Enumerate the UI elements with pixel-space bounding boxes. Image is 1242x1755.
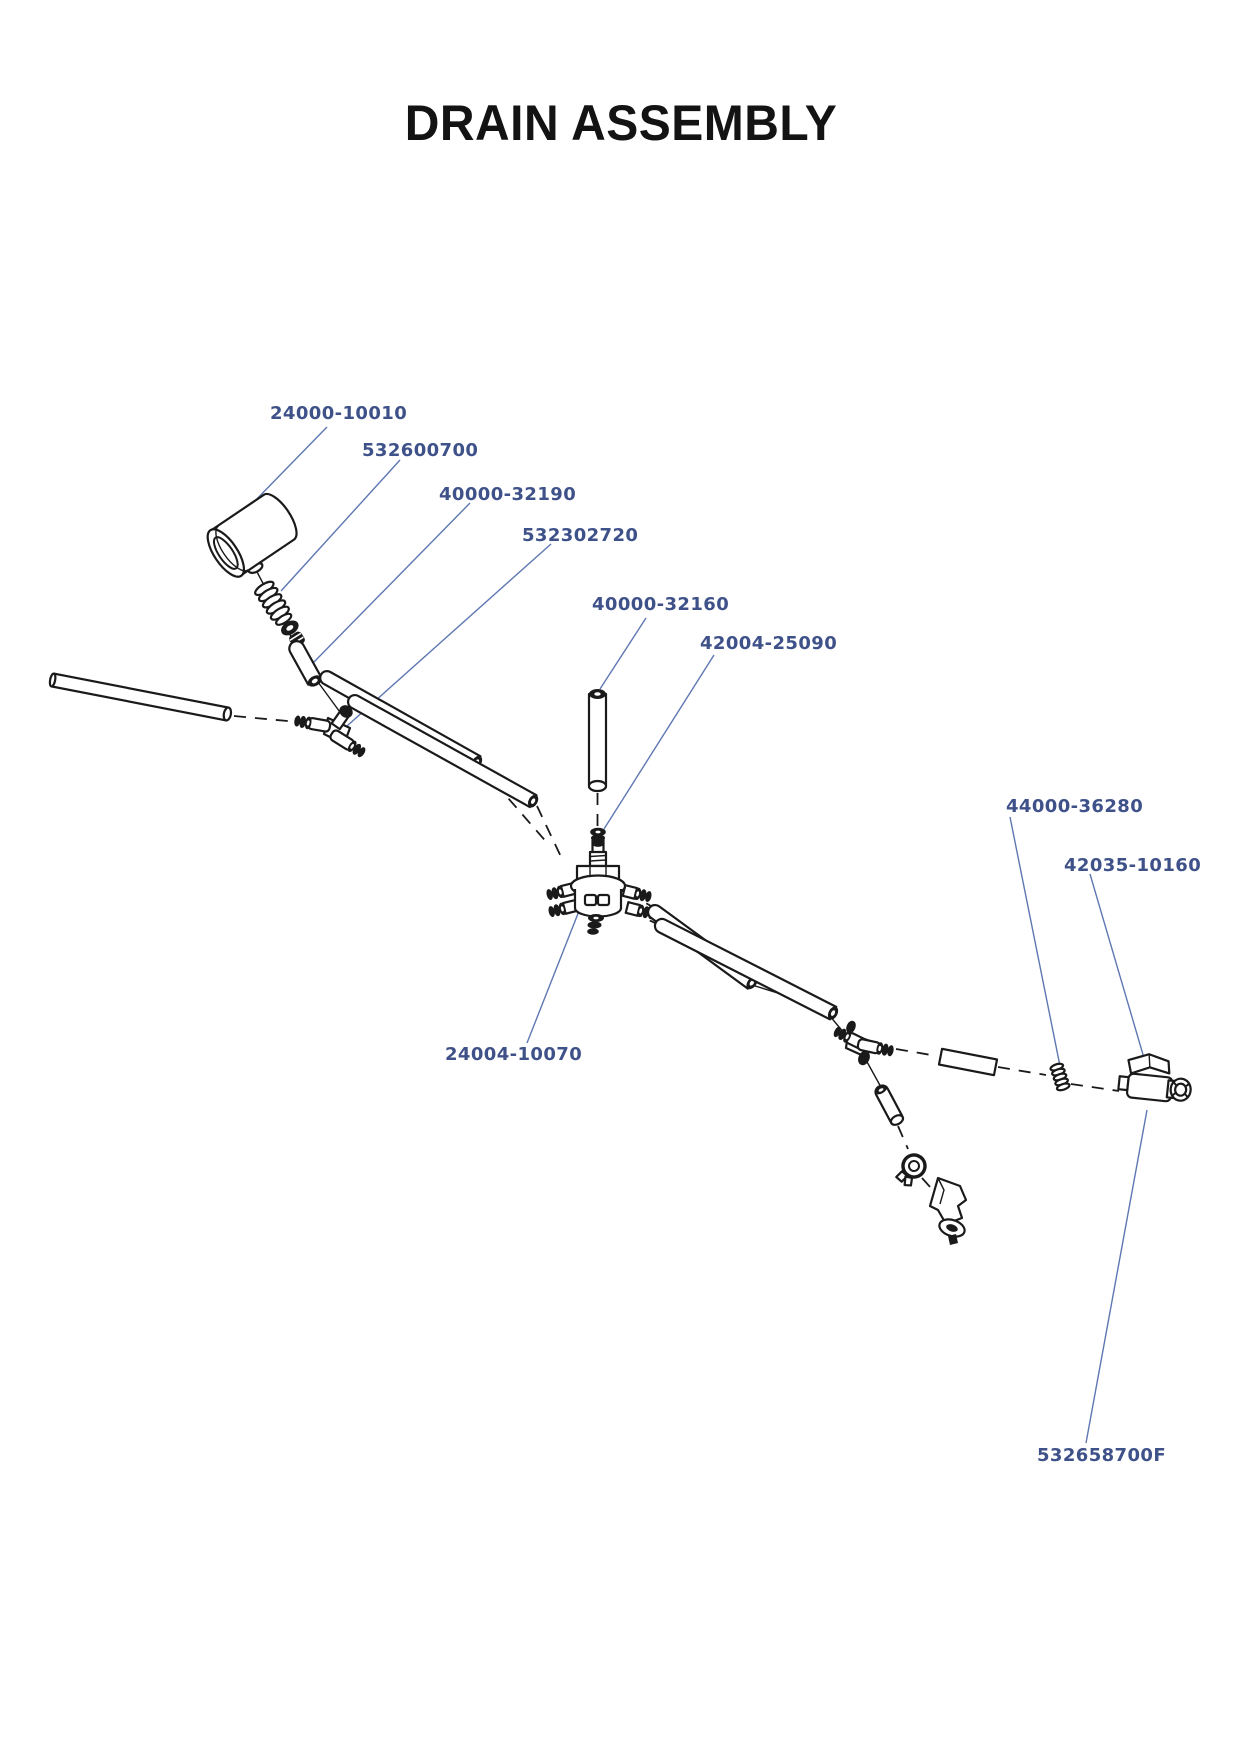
cap-body bbox=[206, 492, 298, 578]
leader-44000-36280 bbox=[1009, 816, 1062, 1072]
part-connector-tube-right bbox=[937, 1047, 999, 1077]
leader-532302720 bbox=[346, 543, 552, 727]
part-42004-25090-barb-fitting bbox=[590, 827, 606, 856]
y-right-barb bbox=[329, 729, 368, 760]
part-label-40000-32160: 40000-32160 bbox=[592, 594, 730, 615]
leader-42004-25090 bbox=[603, 654, 715, 830]
y-top-branch bbox=[330, 705, 353, 731]
part-label-532600700: 532600700 bbox=[362, 440, 479, 461]
part-label-40000-32190: 40000-32190 bbox=[439, 484, 577, 505]
axis-dash bbox=[1070, 1083, 1120, 1092]
y-right-bottom-branch bbox=[858, 1050, 870, 1066]
part-drop-tube bbox=[874, 1084, 905, 1126]
leader-42035-10160 bbox=[1089, 873, 1145, 1059]
part-y-fitting-right bbox=[831, 1020, 895, 1066]
valve-right-barb-1 bbox=[621, 884, 653, 904]
part-hose-right-2 bbox=[653, 917, 839, 1021]
leader-40000-32160 bbox=[599, 617, 647, 690]
part-hose-clamp bbox=[895, 1153, 927, 1187]
leader-24004-10070 bbox=[526, 905, 582, 1044]
axis-dash bbox=[233, 715, 299, 723]
axis-dash bbox=[921, 1177, 932, 1189]
leader-lines bbox=[249, 426, 1148, 1444]
part-24000-10010-cap bbox=[206, 492, 298, 578]
y-left-barb bbox=[293, 714, 332, 733]
part-42035-10160-drain-cock bbox=[1117, 1053, 1192, 1103]
part-44000-36280-spring bbox=[1049, 1062, 1071, 1092]
axis-dash bbox=[536, 805, 564, 862]
part-label-44000-36280: 44000-36280 bbox=[1006, 796, 1144, 817]
part-hose-upper-2 bbox=[347, 694, 539, 809]
y-right-right-barb bbox=[856, 1038, 895, 1058]
part-532302720-y-fitting bbox=[293, 705, 368, 760]
part-outlet-elbow bbox=[928, 1176, 968, 1245]
part-40000-32190-hose bbox=[288, 640, 323, 687]
leader-532600700 bbox=[280, 459, 401, 592]
axis-lines bbox=[233, 569, 1120, 1189]
leader-40000-32190 bbox=[312, 502, 471, 664]
part-label-42004-25090: 42004-25090 bbox=[700, 633, 838, 654]
page-title: DRAIN ASSEMBLY bbox=[404, 95, 838, 151]
valve-right-barb-2 bbox=[624, 901, 656, 921]
part-label-532302720: 532302720 bbox=[522, 525, 639, 546]
axis-dash bbox=[480, 766, 550, 846]
axis-dash bbox=[895, 1048, 938, 1057]
axis-line bbox=[865, 1059, 883, 1090]
valve-left-barb-2 bbox=[547, 899, 579, 919]
part-label-24004-10070: 24004-10070 bbox=[445, 1044, 583, 1065]
part-24004-10070-manifold-valve bbox=[545, 850, 656, 935]
valve-threaded-stem bbox=[588, 850, 608, 868]
part-label-42035-10160: 42035-10160 bbox=[1064, 855, 1202, 876]
leader-532658700F bbox=[1085, 1109, 1148, 1444]
part-label-24000-10010: 24000-10010 bbox=[270, 403, 408, 424]
axis-dash bbox=[997, 1066, 1047, 1076]
part-label-532658700F: 532658700F bbox=[1037, 1445, 1167, 1466]
part-40000-32160-standpipe bbox=[587, 689, 608, 793]
axis-dash bbox=[897, 1125, 909, 1150]
part-532600700-spring bbox=[254, 580, 305, 648]
leader-24000-10010 bbox=[249, 426, 328, 507]
part-long-tube-left bbox=[48, 672, 233, 722]
